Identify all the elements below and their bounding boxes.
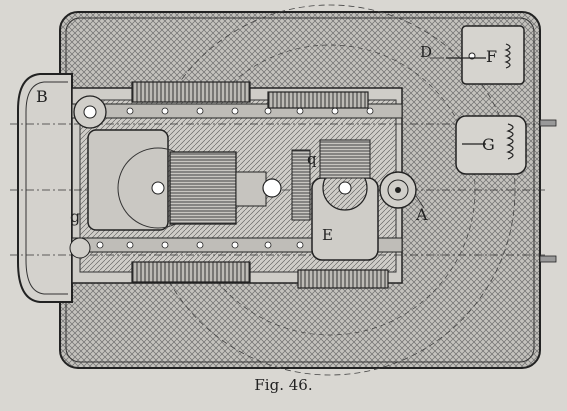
control-box-g-spring — [506, 123, 514, 160]
leader-line-a — [415, 195, 425, 209]
wheel-front-upper — [131, 81, 251, 103]
pulley-lower-left — [69, 237, 91, 259]
wheel-rear-upper — [267, 91, 369, 109]
label-e: E — [322, 226, 333, 244]
drive-hub — [262, 178, 282, 198]
control-box-f-spring — [504, 43, 511, 69]
wheel-rear-lower — [297, 269, 389, 289]
engine-hub — [151, 181, 165, 195]
control-box-f — [461, 25, 525, 85]
winding-drum-cap — [235, 171, 267, 207]
label-f: F — [486, 47, 497, 66]
label-b: B — [36, 87, 48, 106]
gearbox-e-top — [319, 139, 371, 179]
label-g-upper: G — [482, 135, 495, 154]
figure-caption: Fig. 46. — [254, 376, 313, 394]
right-stud-lower — [539, 255, 557, 263]
winding-drum — [169, 151, 237, 225]
pulley-upper-left-hub — [83, 105, 97, 119]
front-bumper — [17, 73, 73, 303]
label-g-lower: g — [70, 207, 80, 226]
gearbox-e-hub — [338, 181, 352, 195]
wheel-a-hub — [395, 187, 401, 193]
wheel-front-lower — [131, 261, 251, 283]
label-q: q — [307, 150, 317, 168]
wheel-a-inner — [387, 179, 409, 201]
front-bumper-inner — [25, 81, 68, 295]
engine-housing — [87, 129, 169, 231]
right-stud-upper — [539, 119, 557, 127]
label-a: A — [415, 205, 428, 224]
label-d: D — [420, 43, 432, 61]
gear-stack-q — [291, 149, 311, 221]
